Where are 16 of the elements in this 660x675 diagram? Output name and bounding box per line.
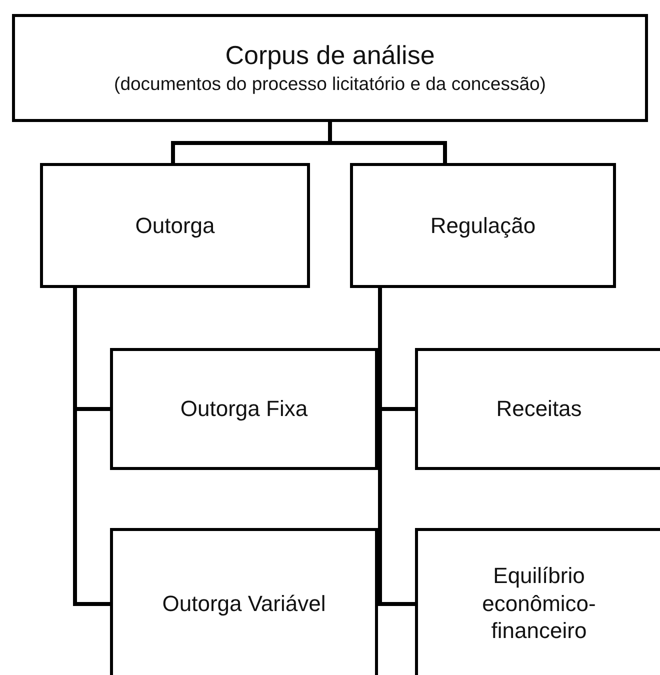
box-label: Receitas — [495, 395, 583, 423]
box-label: Regulação — [429, 212, 537, 240]
box-label: Outorga — [134, 212, 216, 240]
heading-text: Corpus de análise — [225, 40, 435, 72]
category-box — [40, 163, 310, 288]
category-box — [415, 528, 660, 675]
connector-line — [73, 288, 110, 606]
box-label: Equilíbrio econômico-financeiro — [481, 562, 597, 645]
category-box — [110, 528, 378, 675]
category-box — [110, 348, 378, 470]
box-label: Outorga Variável — [161, 590, 327, 618]
category-box — [415, 348, 660, 470]
category-box — [350, 163, 616, 288]
heading-box — [12, 14, 648, 122]
box-label: Outorga Fixa — [179, 395, 309, 423]
subtitle-text: (documentos do processo licitatório e da concessão) — [114, 72, 546, 96]
